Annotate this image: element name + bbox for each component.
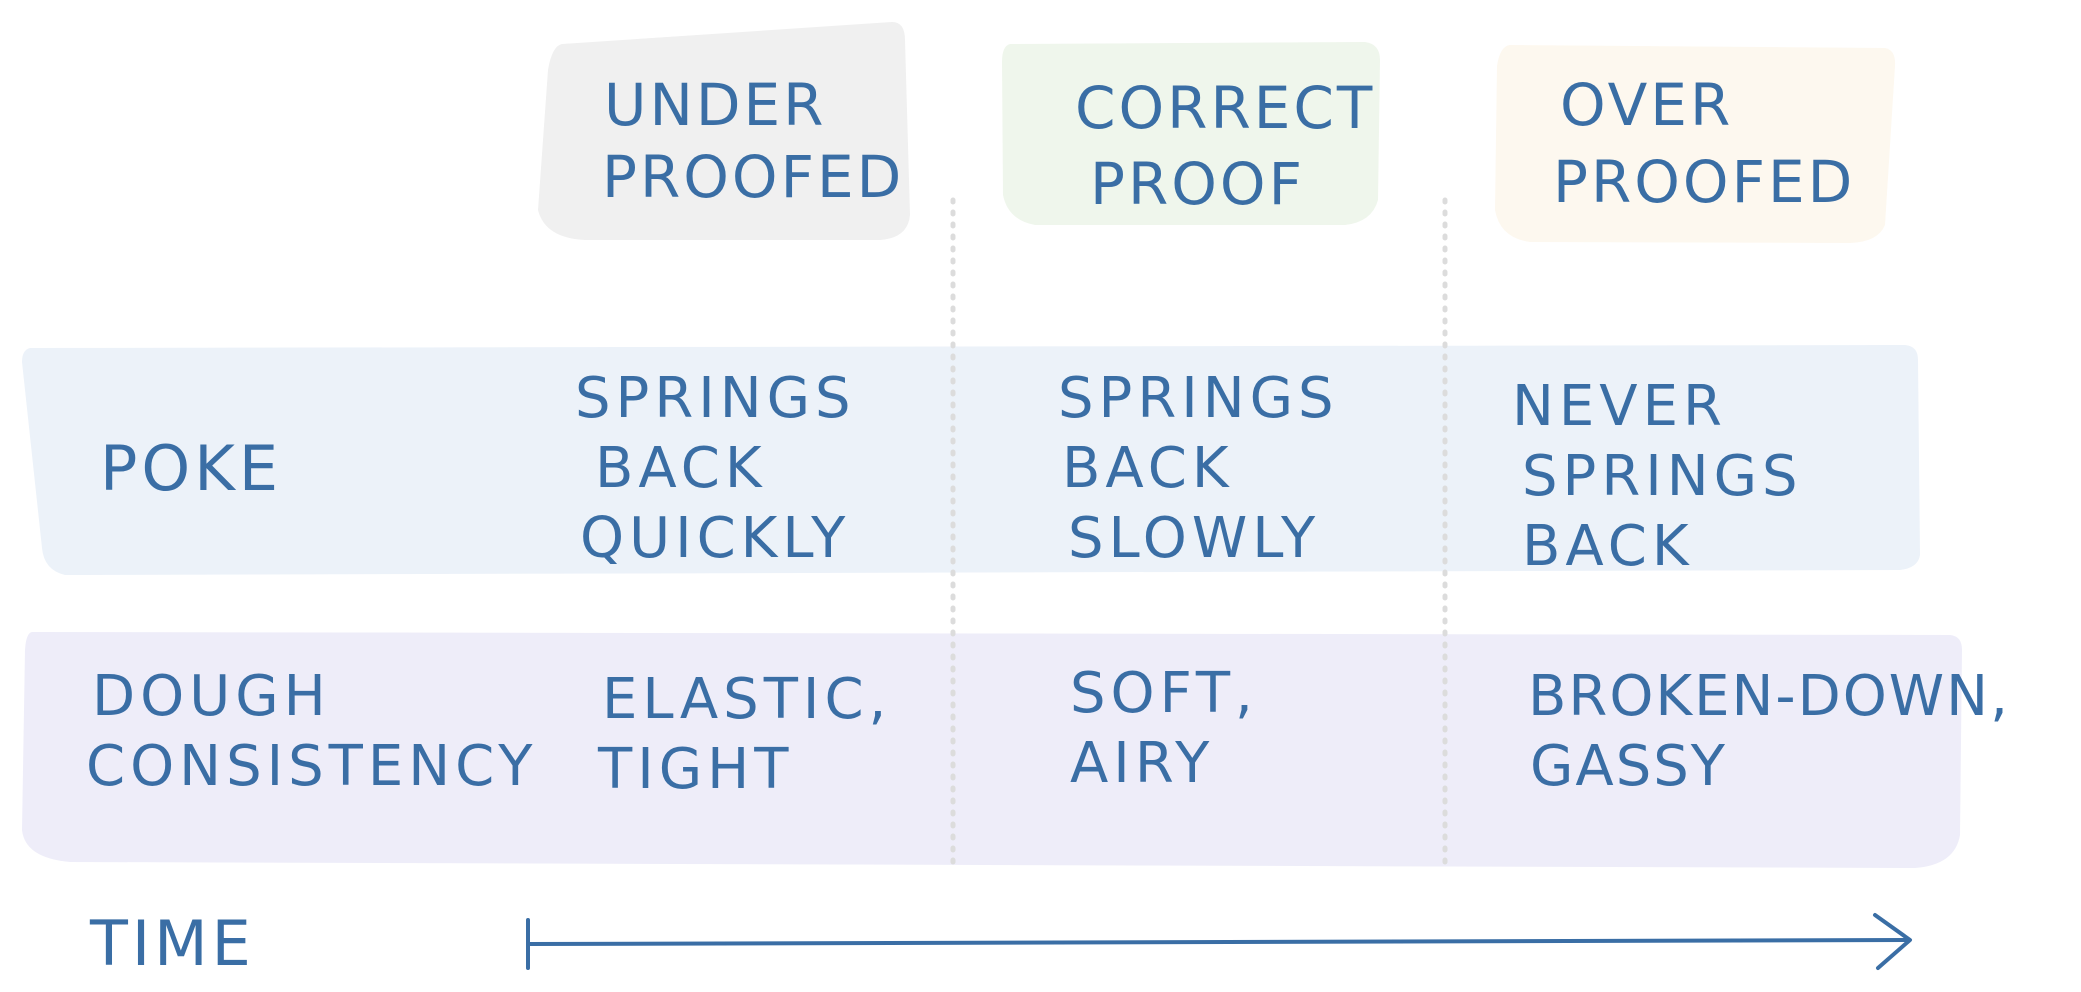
dough-under-proofed-cell: ELASTIC, TIGHT: [597, 667, 914, 802]
time-axis-line: [528, 938, 1910, 946]
correct-proof-header-bg: [1002, 42, 1380, 225]
dough-consistency-row-bg: [22, 632, 1962, 868]
time-label: TIME: [89, 907, 255, 980]
poke-row-label: POKE: [100, 432, 282, 505]
over-proofed-header: OVER PROOFED: [1553, 71, 1855, 216]
over-proofed-header-bg: [1495, 45, 1896, 243]
dough-over-proofed-cell: BROKEN-DOWN, GASSY: [1528, 664, 2030, 799]
poke-correct-proof-cell: SPRINGS BACK SLOWLY: [1058, 366, 1361, 571]
under-proofed-header-bg: [538, 22, 910, 240]
time-axis-arrowhead: [1873, 913, 1912, 970]
poke-over-proofed-cell: NEVER SPRINGS BACK: [1512, 374, 1825, 579]
poke-under-proofed-cell: SPRINGS BACK QUICKLY: [575, 366, 878, 571]
dough-consistency-row-label: DOUGH CONSISTENCY: [86, 664, 537, 799]
under-proofed-header: UNDER PROOFED: [602, 71, 904, 211]
dough-correct-proof-cell: SOFT, AIRY: [1070, 661, 1281, 796]
correct-proof-header: CORRECT PROOF: [1075, 74, 1397, 218]
